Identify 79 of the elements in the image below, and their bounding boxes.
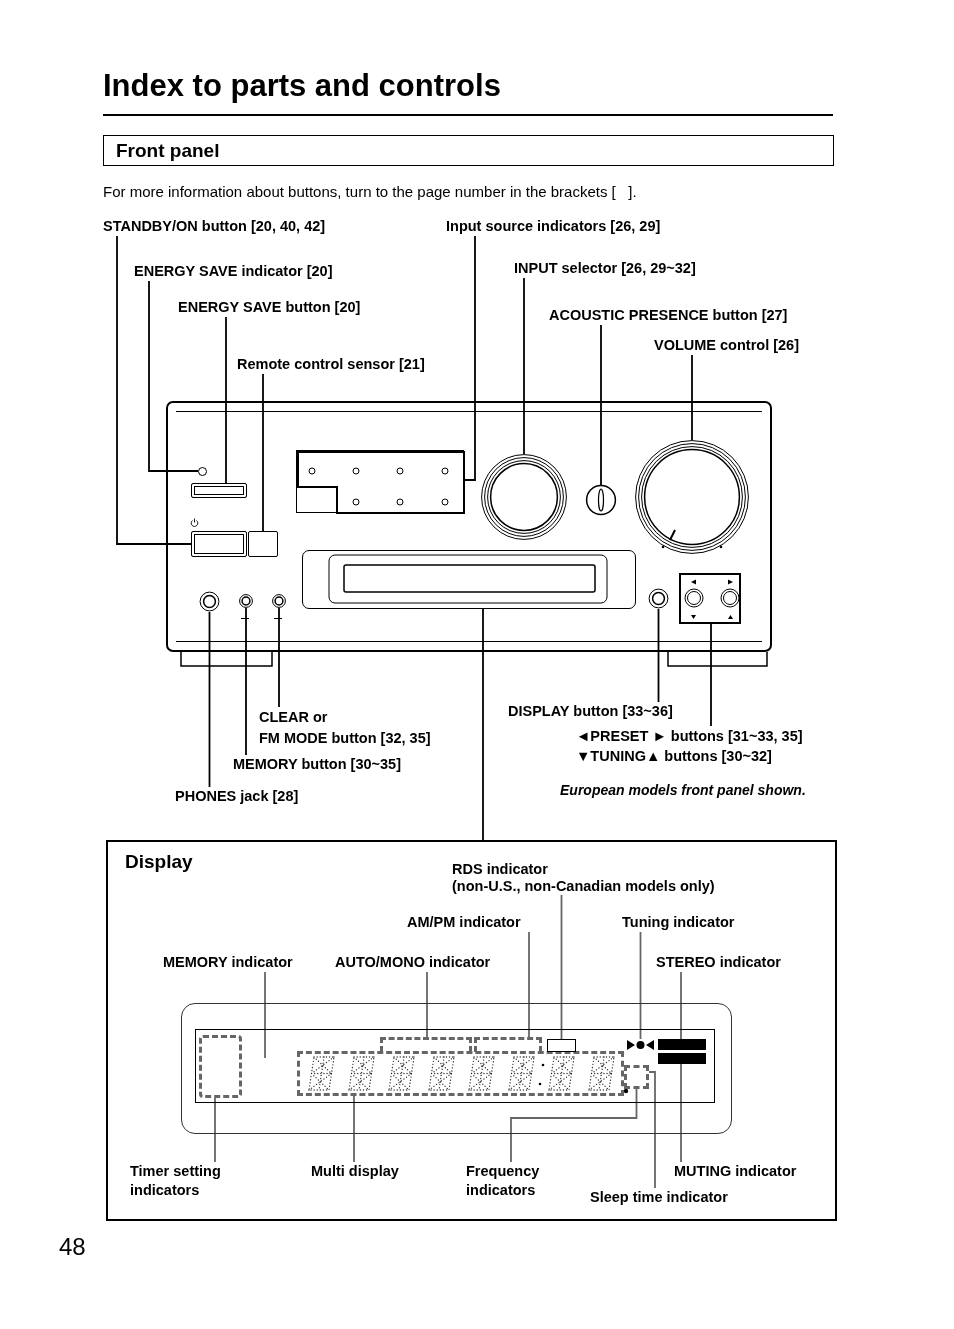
leader-line [148, 280, 199, 472]
leader-line [510, 1088, 638, 1163]
rds-indicator-area [547, 1039, 576, 1052]
page-number: 48 [59, 1233, 86, 1261]
leader-line [353, 1095, 355, 1163]
selector-knob [481, 454, 567, 540]
leader-line [710, 623, 712, 727]
callout-label: Input source indicators [26, 29] [446, 217, 661, 236]
leader-line [560, 894, 563, 1040]
sensor-window [248, 531, 278, 557]
round-button [272, 594, 286, 608]
section-heading: Display [125, 851, 193, 873]
headphone-jack [199, 591, 220, 612]
callout-label: VOLUME control [26] [654, 336, 799, 355]
am-pm-indicator-area [474, 1037, 542, 1052]
leader-line [262, 373, 264, 532]
leader-line [691, 354, 693, 441]
callout-label: STANDBY/ON button [20, 40, 42] [103, 217, 326, 236]
leader-line [278, 607, 280, 708]
leader-line [639, 931, 642, 1040]
callout-label: STEREO indicator [656, 953, 781, 972]
callout-label: Tuning indicator [622, 913, 735, 932]
callout-label: PHONES jack [28] [175, 787, 299, 806]
callout-label: ACOUSTIC PRESENCE button [27] [549, 306, 788, 325]
section-heading: Front panel [103, 135, 834, 166]
energy-save-button [191, 483, 247, 498]
leader-line [208, 611, 211, 788]
presence-knob [586, 485, 616, 515]
leader-line [214, 1097, 216, 1163]
leader-line [116, 235, 192, 545]
callout-label: ◄PRESET ► buttons [31~33, 35] [576, 727, 803, 746]
callout-label: AUTO/MONO indicator [335, 953, 491, 972]
standby-button [191, 531, 247, 557]
front-panel-body [166, 401, 772, 667]
leader-line [264, 971, 266, 1059]
timer-indicator-area [199, 1035, 242, 1098]
callout-label: RDS indicator (non-U.S., non-Canadian models only) [452, 861, 715, 895]
callout-label: Remote control sensor [21] [237, 355, 425, 374]
callout-label: Frequency indicators [466, 1162, 540, 1200]
auto-mono-indicator-area [380, 1037, 472, 1052]
callout-label: ENERGY SAVE button [20] [178, 298, 361, 317]
display-section-panel [106, 840, 837, 1221]
callout-label: Timer setting indicators [130, 1162, 221, 1200]
leader-line [225, 316, 227, 484]
leader-line [680, 971, 682, 1040]
callout-label: CLEAR or FM MODE button [32, 35] [259, 707, 431, 749]
callout-label: DISPLAY button [33~36] [508, 702, 673, 721]
model-note: European models front panel shown. [560, 782, 806, 798]
volume-knob [635, 440, 749, 554]
display-window [302, 550, 636, 609]
stereo-indicator-bar [658, 1039, 706, 1050]
leader-line [523, 277, 525, 455]
leader-line [648, 1071, 656, 1189]
frequency-indicator-area [624, 1065, 649, 1089]
muting-indicator-bar [658, 1053, 706, 1064]
leader-line [245, 607, 247, 756]
round-button [648, 588, 669, 609]
page-title: Index to parts and controls [103, 68, 501, 104]
leader-line [482, 608, 484, 841]
leader-line [680, 1063, 682, 1163]
callout-label: AM/PM indicator [407, 913, 521, 932]
display-screen [181, 1003, 732, 1134]
callout-label: ENERGY SAVE indicator [20] [134, 262, 333, 281]
leader-line [463, 235, 476, 481]
callout-label: MEMORY indicator [163, 953, 293, 972]
leader-line [600, 324, 602, 486]
callout-label: INPUT selector [26, 29~32] [514, 259, 696, 278]
callout-label: ▼TUNING▲ buttons [30~32] [576, 747, 773, 766]
callout-label: Multi display [311, 1162, 399, 1181]
callout-label: Sleep time indicator [590, 1188, 728, 1207]
tuning-indicator-icon [627, 1039, 654, 1051]
preset-tuning-buttons [679, 573, 741, 624]
callout-label: MUTING indicator [674, 1162, 797, 1181]
intro-note: For more information about buttons, turn to the page number in the brackets [ ]. [103, 183, 637, 200]
leader-line [657, 608, 660, 703]
callout-label: MEMORY button [30~35] [233, 755, 401, 774]
multi-display-area [297, 1051, 624, 1096]
indicator-panel [296, 450, 464, 513]
round-button [239, 594, 253, 608]
